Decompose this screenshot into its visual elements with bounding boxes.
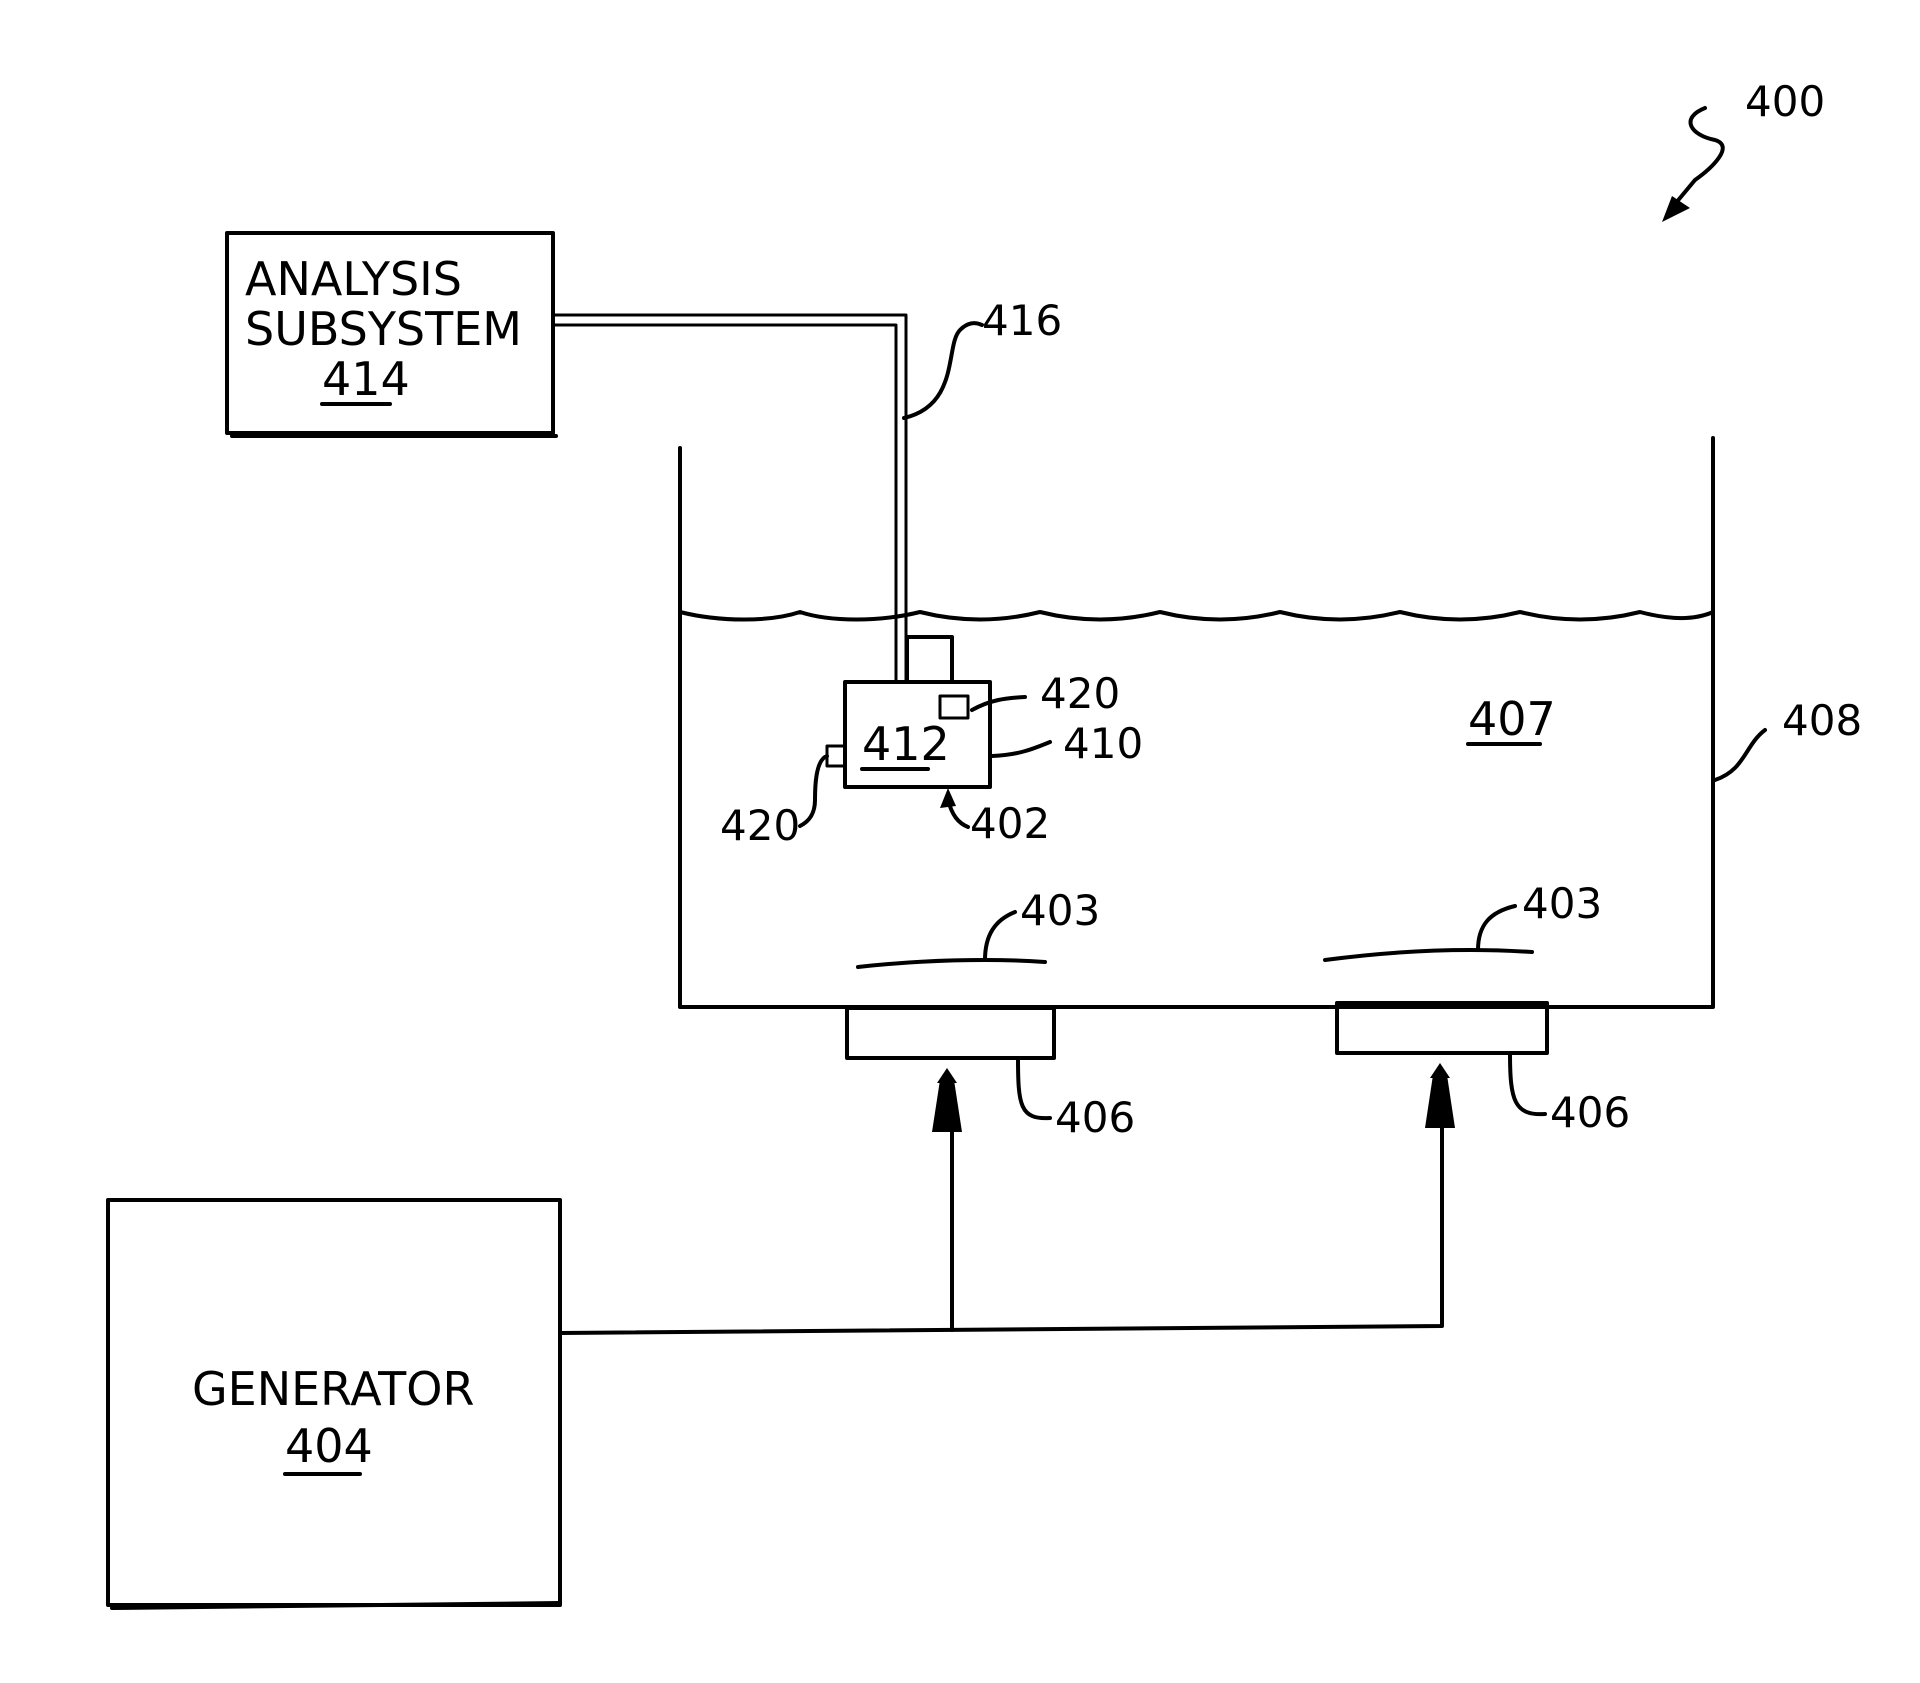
sensor: 412 420 410 420 402	[720, 637, 1143, 850]
sensor-ref: 412	[862, 717, 950, 771]
generator-feed	[560, 1128, 1442, 1333]
transducer-ref-left: 406	[1055, 1093, 1135, 1142]
figure-number: 400	[1745, 77, 1825, 126]
sensor-body-ref: 410	[1063, 719, 1143, 768]
sensor-top-cap	[907, 637, 952, 682]
wave-ref-right: 403	[1522, 879, 1602, 928]
generator-ref: 404	[285, 1419, 373, 1473]
tank: 408 407	[680, 438, 1862, 1007]
liquid-surface	[680, 612, 1713, 620]
port-ref-top: 420	[1040, 669, 1120, 718]
wave-left: 403	[858, 886, 1100, 967]
transducer-ref-right: 406	[1550, 1088, 1630, 1137]
analysis-label-line2: SUBSYSTEM	[245, 302, 522, 356]
liquid-ref: 407	[1468, 692, 1556, 746]
sensor-port-left	[827, 746, 845, 766]
wave-ref-left: 403	[1020, 886, 1100, 935]
analysis-label-line1: ANALYSIS	[245, 252, 462, 306]
cable: 416	[553, 296, 1062, 680]
transducer-right: 406	[1337, 1003, 1630, 1137]
port-ref-left: 420	[720, 801, 800, 850]
figure-reference: 400	[1662, 77, 1825, 222]
analysis-ref: 414	[322, 352, 410, 406]
analysis-subsystem-box: ANALYSIS SUBSYSTEM 414	[227, 233, 556, 436]
cable-ref: 416	[982, 296, 1062, 345]
generator-label: GENERATOR	[192, 1362, 474, 1416]
transducer-left: 406	[847, 1008, 1135, 1142]
generator-box: GENERATOR 404	[108, 1200, 560, 1608]
sensor-port-top	[940, 696, 968, 718]
sensor-pointer-ref: 402	[970, 799, 1050, 848]
wave-right: 403	[1325, 879, 1602, 960]
tank-ref: 408	[1782, 696, 1862, 745]
